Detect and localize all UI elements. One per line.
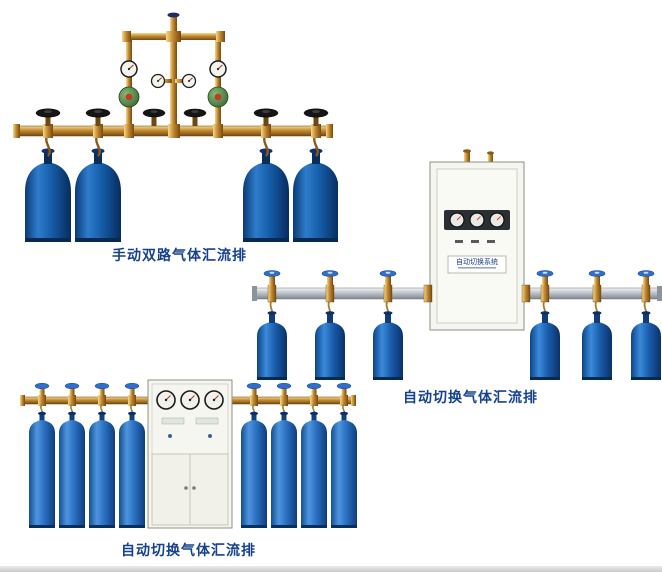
blue-valve-cap [34, 382, 50, 390]
gas-cylinder [25, 148, 71, 242]
gas-cylinder [257, 322, 287, 380]
manifold-station [631, 270, 661, 380]
gas-cylinder [243, 148, 289, 242]
gas-cylinder [59, 420, 85, 528]
caption-manual-dual-manifold: 手动双路气体汇流排 [112, 247, 247, 263]
manifold-station [119, 382, 145, 528]
gas-cylinder [75, 148, 121, 242]
gas-cylinder [331, 420, 357, 528]
blue-valve-cap [64, 382, 80, 390]
manifold-station [241, 382, 267, 528]
blue-valve-cap [246, 382, 262, 390]
cabinet-label-plate [447, 255, 507, 274]
blue-valve-cap [306, 382, 322, 390]
caption-auto-manifold-floor: 自动切换气体汇流排 [121, 542, 256, 558]
manifold-station [301, 382, 327, 528]
product-photo-manual-dual-manifold [13, 12, 338, 242]
manifold-station [582, 270, 612, 380]
gas-cylinder [89, 420, 115, 528]
gas-cylinder [373, 322, 403, 380]
gas-cylinder [293, 148, 338, 242]
manifold-station [530, 270, 560, 380]
handwheel-valves [35, 108, 329, 126]
control-cabinet [147, 379, 233, 529]
manifold-station [271, 382, 297, 528]
gas-cylinder [631, 322, 661, 380]
cabinet-label-text: 自动切换系统 [456, 257, 498, 266]
gas-cylinder [315, 322, 345, 380]
top-valve-handle [167, 12, 180, 18]
blue-valve-cap [276, 382, 292, 390]
manifold-station [59, 382, 85, 528]
product-photo-auto-manifold-wall: 自动切换系统 [252, 149, 662, 380]
gas-cylinder [241, 420, 267, 528]
manifold-station [315, 270, 345, 380]
manifold-station [29, 382, 55, 528]
pressure-regulators [118, 77, 229, 108]
header-pipes [122, 12, 225, 132]
gas-cylinder [271, 420, 297, 528]
bottom-edge-strip [0, 566, 662, 572]
gas-cylinder [530, 322, 560, 380]
cabinet-door-left [151, 453, 191, 526]
blue-valve-cap [336, 382, 352, 390]
pressure-gauges [120, 60, 227, 89]
gas-cylinder [119, 420, 145, 528]
control-cabinet: 自动切换系统 [423, 149, 531, 331]
gas-cylinder [29, 420, 55, 528]
gas-cylinder [301, 420, 327, 528]
manifold-pipe [13, 124, 333, 138]
manifold-station [331, 382, 357, 528]
caption-auto-manifold-wall: 自动切换气体汇流排 [403, 389, 538, 405]
manifold-station [373, 270, 403, 380]
blue-valve-cap [94, 382, 110, 390]
manifold-station [257, 270, 287, 380]
cabinet-door-right [189, 453, 229, 526]
manifold-station [89, 382, 115, 528]
gas-cylinder [582, 322, 612, 380]
blue-valve-cap [124, 382, 140, 390]
product-photo-auto-manifold-floor [20, 379, 357, 529]
